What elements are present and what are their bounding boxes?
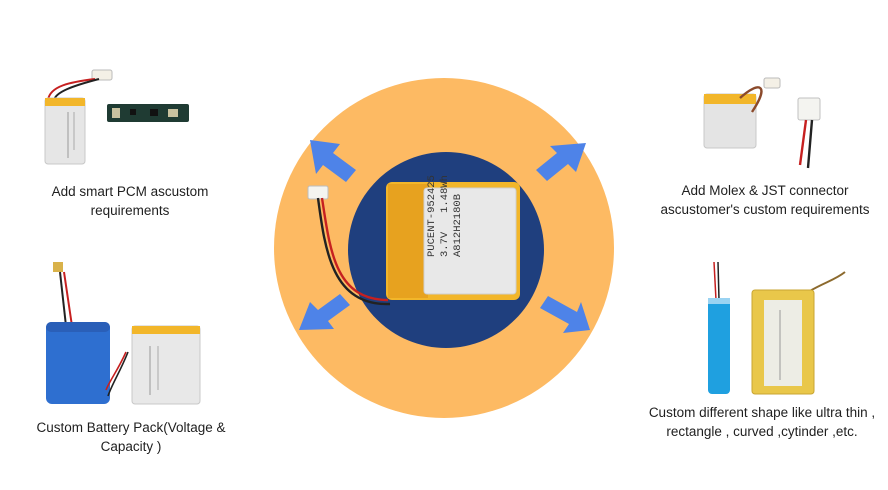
caption-line: Add Molex & JST connector [681, 183, 849, 198]
cylinder-pack-image [46, 262, 110, 404]
connector-battery-image [703, 77, 821, 169]
feature-caption-connector: Add Molex & JST connector ascustomer's c… [642, 181, 888, 219]
center-battery-line2: 3.7V 1.48Wh [439, 175, 451, 257]
caption-line: Add smart PCM ascustom [51, 184, 209, 199]
arrow-bottom-right-icon [540, 296, 590, 333]
small-pouch-battery-image [105, 325, 201, 405]
caption-line: Capacity ) [100, 439, 162, 454]
caption-line: Custom Battery Pack(Voltage & [36, 420, 226, 435]
caption-line: ascustomer's custom requirements [660, 202, 870, 217]
caption-line: rectangle , curved ,cytinder ,etc. [666, 424, 858, 439]
arrow-bottom-left-icon [299, 294, 350, 330]
center-battery-line3: A812H2180B [452, 194, 464, 257]
caption-line: requirements [90, 203, 170, 218]
feature-caption-pack: Custom Battery Pack(Voltage & Capacity ) [18, 418, 244, 456]
center-battery-image [307, 182, 520, 306]
feature-caption-shape: Custom different shape like ultra thin ,… [636, 403, 888, 441]
arrow-top-left-icon [310, 140, 356, 182]
thin-cylinder-image [708, 261, 730, 394]
arrow-top-right-icon [536, 143, 586, 181]
feature-caption-pcm: Add smart PCM ascustom requirements [20, 182, 240, 220]
center-battery-line1: PUCENT-952425 [426, 175, 438, 257]
pcm-board-image [107, 104, 189, 122]
caption-line: Custom different shape like ultra thin , [648, 405, 876, 420]
pcm-battery-image [44, 69, 113, 165]
gold-pouch-image [751, 271, 846, 395]
